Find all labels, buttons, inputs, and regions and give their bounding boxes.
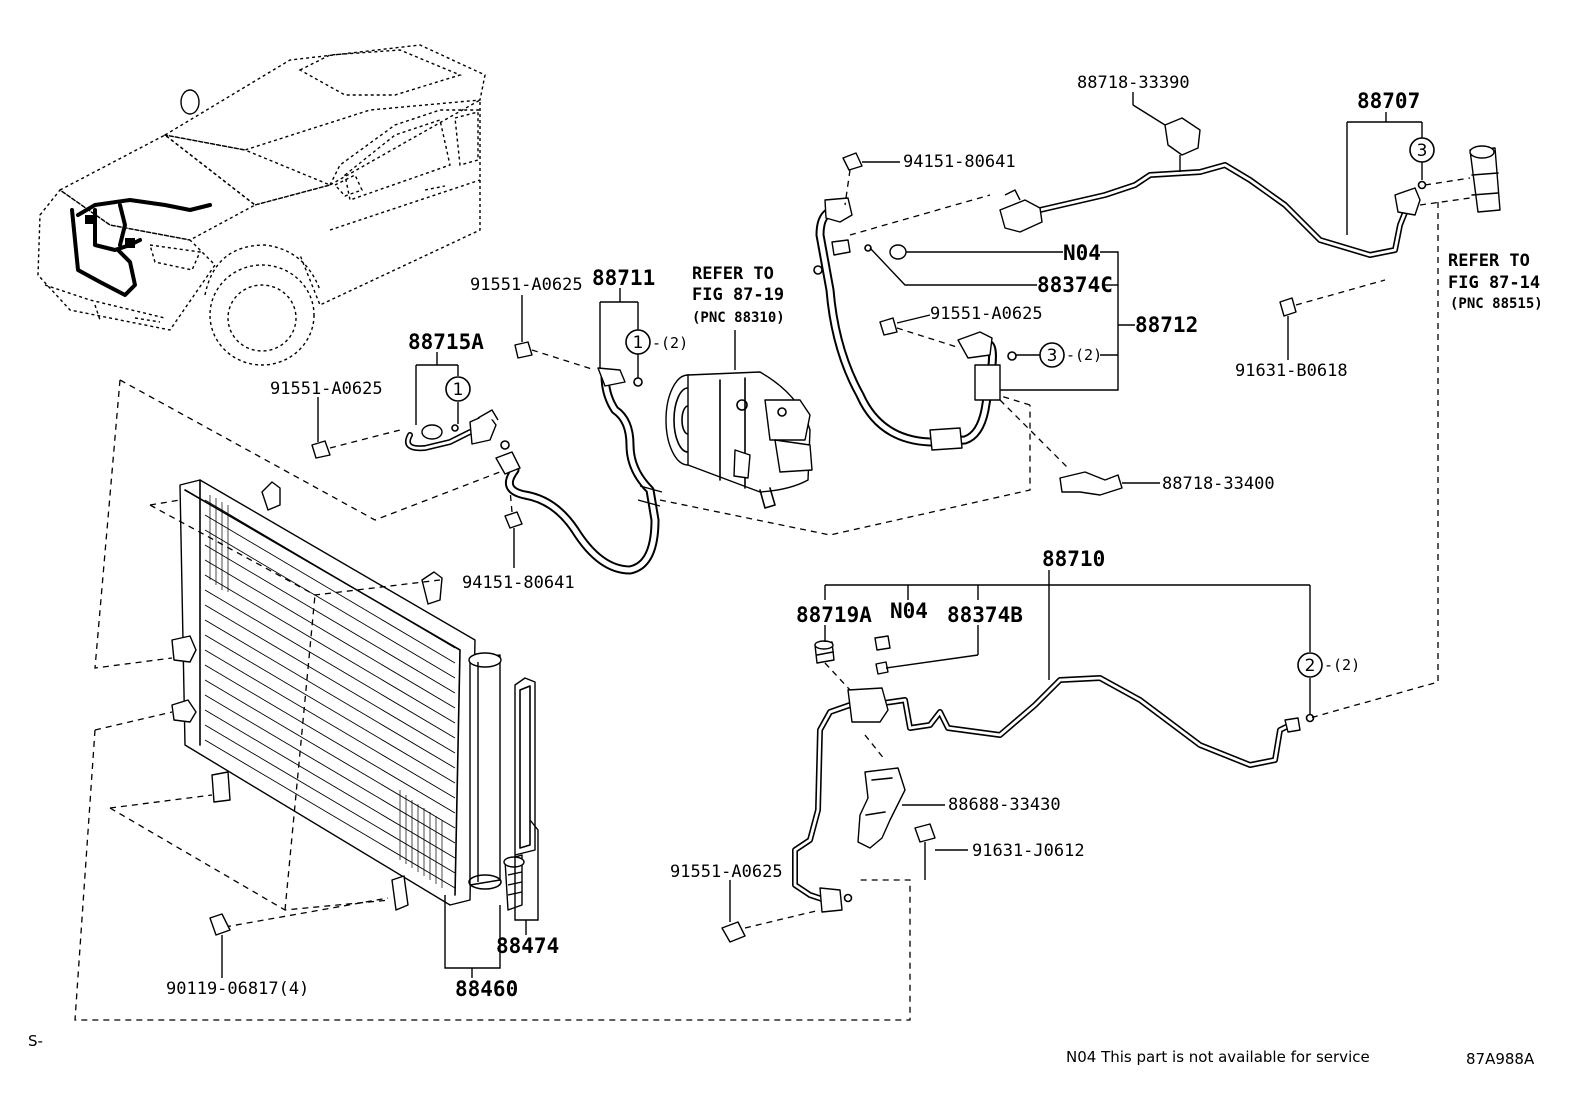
- bolt-91631-b0618: [1279, 279, 1386, 355]
- footer-left-code: S-: [28, 1032, 43, 1050]
- label-88710: 88710: [1042, 547, 1105, 571]
- svg-text:3: 3: [1417, 141, 1428, 161]
- pipe-88707: [999, 162, 1427, 258]
- label-94151-80641-top: 94151-80641: [903, 152, 1016, 172]
- label-88474: 88474: [496, 934, 559, 958]
- expansion-valve: [1419, 145, 1501, 213]
- label-88719a: 88719A: [796, 603, 872, 627]
- condenser-88460: [171, 479, 536, 911]
- hose-88712: [813, 197, 1017, 451]
- svg-text:FIG 87-14: FIG 87-14: [1448, 273, 1540, 293]
- label-88718-33400: 88718-33400: [1162, 474, 1275, 494]
- oring-88374b: [875, 661, 889, 675]
- bolt-91551-a0625-bottom: [721, 909, 821, 943]
- label-n04-low: N04: [890, 599, 928, 623]
- car-icon: [37, 44, 486, 366]
- callout-1-88715a: 1: [445, 376, 471, 402]
- svg-text:(PNC 88515): (PNC 88515): [1450, 296, 1543, 312]
- bolt-91551-a0625-top: [514, 341, 596, 371]
- svg-text:-(2): -(2): [652, 334, 688, 352]
- label-88715a: 88715A: [408, 330, 484, 354]
- bolt-91551-a0625-mid: [879, 317, 961, 349]
- footer-note: N04 This part is not available for servi…: [1066, 1048, 1370, 1066]
- label-91551-a0625-mid: 91551-A0625: [930, 304, 1043, 324]
- svg-text:1: 1: [453, 380, 464, 400]
- hose-88711: [495, 367, 663, 575]
- svg-text:1: 1: [633, 333, 644, 353]
- label-90119-06817: 90119-06817(4): [166, 979, 309, 999]
- callout-3-88707: 3: [1409, 137, 1435, 163]
- svg-text:FIG 87-19: FIG 87-19: [692, 285, 784, 305]
- svg-text:3: 3: [1047, 346, 1058, 366]
- hose-88715a: [404, 409, 510, 452]
- condenser-guide-lines: [74, 379, 911, 1021]
- label-88718-33390: 88718-33390: [1077, 73, 1190, 93]
- reference-expansion-valve: REFER TO FIG 87-14 (PNC 88515): [1448, 251, 1543, 312]
- n04-part-top: [889, 244, 907, 260]
- pipe-88710: [792, 675, 1315, 913]
- label-94151-80641-low: 94151-80641: [462, 573, 575, 593]
- label-88460: 88460: [455, 977, 518, 1001]
- bracket-88688-33430: [857, 734, 906, 849]
- svg-text:-(2): -(2): [1066, 346, 1102, 364]
- leader-lines: [221, 92, 1423, 978]
- svg-text:2: 2: [1305, 656, 1316, 676]
- switch-88719a: [814, 640, 851, 691]
- label-91631-j0612: 91631-J0612: [972, 841, 1085, 861]
- label-88711: 88711: [592, 266, 655, 290]
- label-88707: 88707: [1357, 89, 1420, 113]
- label-88374c: 88374C: [1037, 273, 1113, 297]
- callout-3-88712: 3 -(2): [1039, 342, 1102, 368]
- label-88374b: 88374B: [947, 603, 1023, 627]
- nut-94151-80641-top: [842, 152, 863, 206]
- bracket-88718-33400: [999, 399, 1123, 496]
- svg-text:REFER TO: REFER TO: [692, 264, 774, 284]
- svg-text:-(2): -(2): [1324, 656, 1360, 674]
- compressor: [665, 335, 813, 509]
- nut-94151-80641-low: [504, 489, 523, 529]
- label-n04-top: N04: [1063, 241, 1101, 265]
- bolt-90119-06817: [209, 913, 231, 975]
- label-91551-a0625-left: 91551-A0625: [270, 379, 383, 399]
- bracket-88718-33390: [1164, 117, 1201, 172]
- callout-1-88711: 1 -(2): [625, 329, 688, 355]
- svg-text:(PNC 88310): (PNC 88310): [692, 310, 785, 326]
- label-91631-b0618: 91631-B0618: [1235, 361, 1348, 381]
- bolt-91551-a0625-left: [311, 429, 401, 459]
- label-88712: 88712: [1135, 313, 1198, 337]
- bolt-91631-j0612: [914, 823, 936, 880]
- label-91551-a0625-bottom: 91551-A0625: [670, 862, 783, 882]
- reference-compressor: REFER TO FIG 87-19 (PNC 88310): [692, 264, 785, 326]
- figure-code: 87A988A: [1466, 1050, 1535, 1068]
- label-91551-a0625-top: 91551-A0625: [470, 275, 583, 295]
- callout-2-88710: 2 -(2): [1297, 652, 1360, 678]
- label-88688-33430: 88688-33430: [948, 795, 1061, 815]
- n04-part-low: [874, 635, 891, 651]
- svg-text:REFER TO: REFER TO: [1448, 251, 1530, 271]
